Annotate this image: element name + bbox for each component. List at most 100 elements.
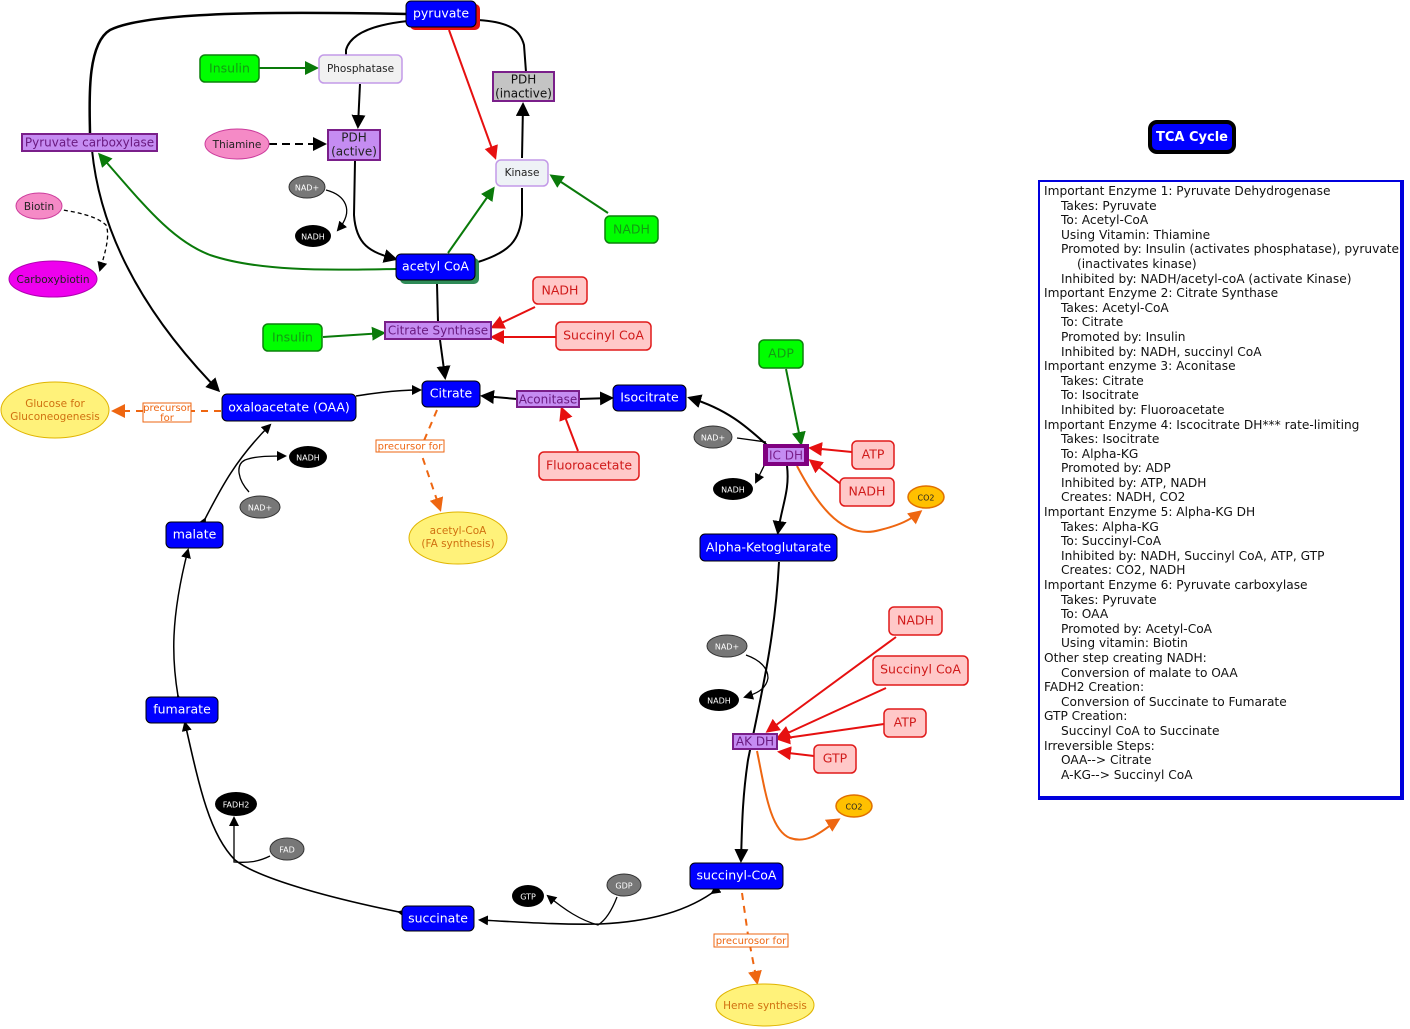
note-line: To: Isocitrate (1061, 388, 1139, 403)
node-nadh-inhibitor-cs[interactable]: NADH (532, 276, 588, 305)
node-nadh-pdh[interactable]: NADH (295, 225, 331, 247)
edge-akdh-to-co2 (756, 750, 841, 841)
note-line: Other step creating NADH: (1044, 651, 1207, 665)
node-gtp[interactable]: GTP (512, 885, 544, 907)
edge-nadh-activates-kinase (549, 174, 609, 214)
edge-nadh-inhibits-cs (490, 306, 536, 329)
atp-inhibitor-akdh-label: ATP (894, 715, 917, 730)
note-line: (inactivates kinase) (1077, 256, 1197, 271)
node-glucose-gluconeogenesis[interactable]: Glucose for Gluconeogenesis (0, 381, 110, 439)
node-nadh-icdh[interactable]: NADH (713, 478, 753, 500)
thiamine-label: Thiamine (212, 139, 262, 151)
node-nad-plus-pdh[interactable]: NAD+ (288, 175, 326, 199)
node-heme-synthesis[interactable]: Heme synthesis (715, 983, 815, 1027)
pyruvate-label: pyruvate (413, 6, 469, 21)
node-nadh-malate[interactable]: NADH (289, 446, 327, 468)
node-succcoa-inhibitor-akdh[interactable]: Succinyl CoA (872, 655, 969, 686)
icdh-label: IC DH (769, 449, 803, 463)
gtp-label: GTP (520, 893, 536, 902)
edge-acetylcoa-activates-kinase (447, 186, 495, 254)
node-nadh-inhibitor-akdh[interactable]: NADH (888, 606, 943, 636)
succinyl-coa-label: succinyl-CoA (697, 868, 777, 883)
node-insulin-1[interactable]: Insulin (199, 54, 260, 83)
note-line: Inhibited by: NADH, Succinyl CoA, ATP, G… (1061, 548, 1325, 563)
node-co2-akdh[interactable]: CO2 (835, 794, 873, 818)
nadh-green-label: NADH (613, 222, 650, 237)
nadh-malate-label: NADH (296, 454, 320, 463)
node-oaa[interactable]: oxaloacetate (OAA) (221, 393, 357, 422)
precursor-heme-label: precurosor for (716, 936, 787, 947)
fad-label: FAD (279, 846, 295, 855)
node-gdp[interactable]: GDP (606, 873, 642, 897)
node-succinate[interactable]: succinate (401, 905, 475, 932)
node-adp[interactable]: ADP (758, 339, 804, 369)
edge-nadh-inhibits-icdh (808, 459, 843, 486)
edge-pc-to-oaa (91, 149, 221, 393)
note-line: Creates: CO2, NADH (1061, 563, 1186, 578)
edge-insulin-to-cs (322, 326, 386, 341)
edge-citrate-precursor-fa (418, 409, 444, 512)
node-pyruvate-carboxylase[interactable]: Pyruvate carboxylase (21, 133, 158, 152)
note-line: Inhibited by: ATP, NADH (1061, 475, 1207, 490)
node-biotin[interactable]: Biotin (15, 192, 63, 220)
node-aconitase[interactable]: Aconitase (516, 390, 580, 408)
node-fad[interactable]: FAD (269, 837, 305, 861)
note-line: Using Vitamin: Thiamine (1061, 227, 1211, 242)
node-pdh-active[interactable]: PDH (active) (327, 129, 381, 161)
node-akdh[interactable]: AK DH (732, 733, 778, 750)
kinase-label: Kinase (505, 167, 540, 179)
node-co2-icdh[interactable]: CO2 (907, 485, 945, 509)
note-line: OAA--> Citrate (1061, 753, 1152, 768)
node-pyruvate[interactable]: pyruvate (405, 0, 480, 30)
node-fumarate[interactable]: fumarate (145, 696, 219, 724)
node-phosphatase[interactable]: Phosphatase (318, 54, 403, 84)
node-isocitrate[interactable]: Isocitrate (612, 384, 687, 412)
pdh-inactive-label-1: PDH (511, 73, 537, 87)
node-nad-plus-icdh[interactable]: NAD+ (693, 425, 733, 449)
node-acetyl-coa-fa[interactable]: acetyl-CoA (FA synthesis) (408, 511, 508, 565)
edge-fumarate-malate (173, 548, 191, 705)
node-pdh-inactive[interactable]: PDH (inactive) (492, 71, 555, 102)
edge-aconitase-to-isocitrate (578, 391, 614, 406)
node-nadh-green[interactable]: NADH (604, 215, 659, 244)
node-nad-plus-akdh[interactable]: NAD+ (706, 634, 748, 658)
node-alpha-ketoglutarate[interactable]: Alpha-Ketoglutarate (699, 533, 838, 562)
node-carboxybiotin[interactable]: Carboxybiotin (8, 260, 98, 298)
edge-acetylcoa-activates-pc (98, 152, 397, 271)
node-thiamine[interactable]: Thiamine (204, 128, 270, 160)
edge-icdh-to-akg (772, 465, 789, 535)
edge-adp-activates-icdh (785, 368, 806, 446)
node-citrate-synthase[interactable]: Citrate Synthase (384, 321, 492, 340)
label-precursor-citrate: precursor for (375, 439, 445, 453)
node-kinase[interactable]: Kinase (495, 159, 549, 187)
node-insulin-2[interactable]: Insulin (262, 323, 323, 352)
node-malate[interactable]: malate (165, 521, 224, 549)
node-citrate[interactable]: Citrate (421, 380, 481, 408)
edge-phosphatase-to-pdh (351, 83, 366, 129)
fumarate-label: fumarate (153, 702, 211, 717)
glucose-label-2: Gluconeogenesis (10, 411, 100, 423)
note-line: Important Enzyme 6: Pyruvate carboxylase (1044, 578, 1308, 593)
node-nad-plus-malate[interactable]: NAD+ (239, 495, 281, 519)
node-fadh2[interactable]: FADH2 (215, 792, 257, 816)
note-line: Promoted by: Insulin (1061, 329, 1186, 344)
node-nadh-akdh[interactable]: NADH (699, 689, 739, 711)
edge-pyruvate-to-pc (88, 11, 409, 136)
node-succinyl-coa[interactable]: succinyl-CoA (689, 862, 784, 890)
note-line: FADH2 Creation: (1044, 680, 1145, 695)
node-nadh-inhibitor-icdh[interactable]: NADH (839, 477, 895, 507)
node-fluoroacetate[interactable]: Fluoroacetate (538, 451, 640, 481)
node-acetyl-coa[interactable]: acetyl CoA (395, 253, 479, 284)
node-atp-inhibitor-icdh[interactable]: ATP (851, 440, 895, 470)
acetyl-coa-fa-label-1: acetyl-CoA (430, 525, 487, 537)
pdh-active-label-2: (active) (331, 145, 377, 159)
node-gtp-inhibitor-akdh[interactable]: GTP (813, 744, 857, 774)
edge-pyruvate-inhibits-kinase (448, 29, 498, 160)
edge-nad-to-nadh-akdh (743, 654, 769, 700)
node-atp-inhibitor-akdh[interactable]: ATP (883, 708, 927, 738)
note-line: Promoted by: Acetyl-CoA (1061, 621, 1212, 636)
node-icdh[interactable]: IC DH (763, 444, 809, 466)
node-succcoa-inhibitor-cs[interactable]: Succinyl CoA (555, 321, 652, 351)
isocitrate-label: Isocitrate (620, 390, 679, 405)
